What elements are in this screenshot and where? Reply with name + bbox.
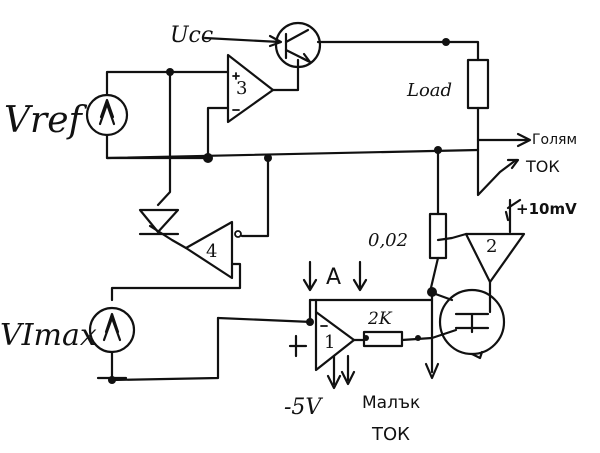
op1-neg-arrow: [340, 370, 356, 386]
vimax-source: [88, 306, 136, 382]
wire-to-diode: [156, 70, 172, 207]
wire-op4-in1: [240, 156, 270, 238]
ucc-arrow: [268, 34, 283, 48]
malak-arrow: [424, 362, 440, 380]
wire-vimax-ground: [110, 316, 220, 382]
a-arrow-left: [302, 260, 318, 292]
opamp-4: [184, 220, 242, 280]
transistor: [274, 21, 322, 69]
vref-source: [85, 70, 210, 160]
tok-top-arrow: [506, 158, 520, 170]
load-resistor: [466, 58, 490, 142]
tok-top-label: ТОК: [525, 157, 560, 176]
malak-label: Малък: [362, 393, 420, 413]
wire-top-rail: [316, 40, 480, 62]
wire-op3-out: [271, 58, 300, 92]
mosfet: [438, 288, 506, 360]
op1-number: 1: [324, 332, 335, 353]
wire-main-bus: [105, 148, 480, 160]
r2k-label: 2K: [367, 309, 393, 329]
ucc-label: Ucc: [170, 23, 213, 48]
shunt-resistor: [428, 148, 448, 294]
diode: [138, 208, 180, 236]
wire-op2-in: [476, 148, 518, 197]
tok-bottom-label: ТОК: [371, 424, 410, 445]
a-label: A: [326, 265, 341, 290]
op2-number: 2: [486, 236, 497, 257]
wire-ucc: [203, 36, 282, 44]
golyam-arrow: [516, 132, 532, 148]
minus5-arrow: [326, 374, 342, 390]
junction-dots: [108, 38, 450, 384]
r002-label: 0,02: [368, 230, 408, 251]
minus5-label: -5V: [284, 395, 323, 420]
wire-op4-in2: [110, 262, 242, 302]
plus10-label: +10mV: [516, 200, 577, 218]
wire-a-line: [308, 290, 434, 302]
ground-mark: [288, 334, 308, 358]
golyam-label: Голям: [532, 132, 577, 148]
opamp-2: [464, 232, 526, 284]
opamp-1: [314, 310, 356, 372]
op4-number: 4: [206, 241, 217, 262]
vimax-label: VImax: [0, 318, 97, 353]
wire-op1-in: [216, 316, 314, 324]
op3-number: 3: [236, 78, 247, 99]
vref-label: Vref: [4, 100, 88, 141]
opamp-3: [226, 53, 275, 124]
wire-2k-mosfet: [430, 328, 458, 340]
wire-op3-neg: [206, 106, 230, 160]
load-label: Load: [406, 80, 452, 101]
a-arrow-right: [352, 260, 368, 292]
wire-op2-shunt: [436, 232, 468, 242]
